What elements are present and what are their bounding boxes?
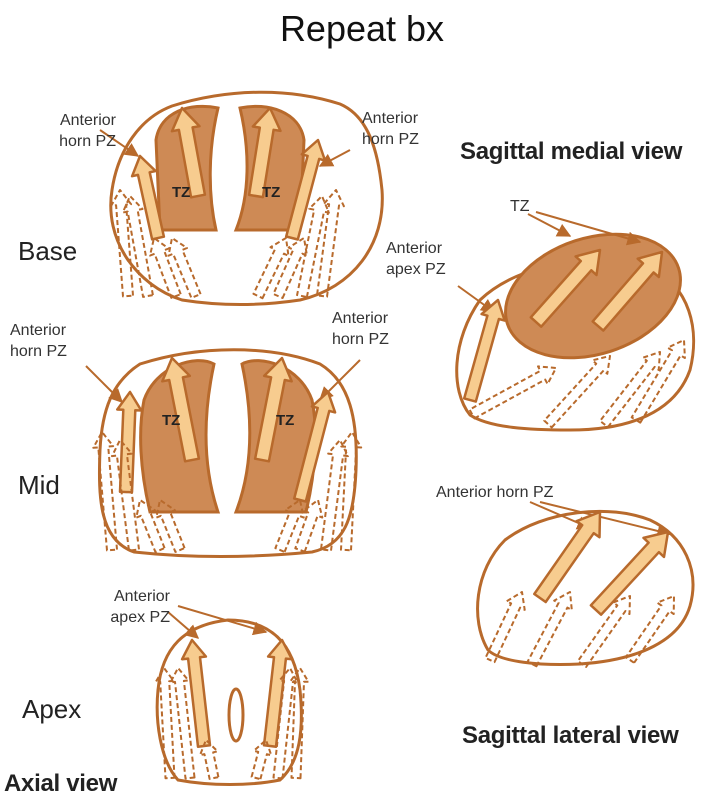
apex-label-line1: Anterior — [90, 586, 170, 607]
level-apex: Apex — [22, 694, 81, 725]
level-base: Base — [18, 236, 77, 267]
apex-label: Anterior apex PZ — [90, 586, 170, 628]
level-mid: Mid — [18, 470, 60, 501]
sagittal-lateral-title: Sagittal lateral view — [462, 722, 678, 750]
base-tz-left-label: TZ — [172, 184, 190, 201]
base-right-label-line2: horn PZ — [362, 129, 419, 150]
sagittal-lateral-label: Anterior horn PZ — [436, 482, 553, 503]
mid-left-label: Anterior horn PZ — [10, 320, 67, 362]
mid-left-label-line2: horn PZ — [10, 341, 67, 362]
mid-tz-left-label: TZ — [162, 412, 180, 429]
base-left-label: Anterior horn PZ — [20, 110, 116, 152]
apex-label-line2: apex PZ — [90, 607, 170, 628]
base-left-label-line2: horn PZ — [20, 131, 116, 152]
base-left-label-line1: Anterior — [20, 110, 116, 131]
sag-medial-tz — [489, 213, 696, 379]
sagittal-medial-tz-label: TZ — [510, 196, 530, 217]
base-tz-right-label: TZ — [262, 184, 280, 201]
base-right-label-line1: Anterior — [362, 108, 419, 129]
sag-lateral-dash-4 — [626, 596, 674, 663]
apex-dash-4 — [252, 740, 272, 779]
mid-dash-1 — [93, 432, 117, 550]
sag-lateral-needle-1 — [534, 512, 600, 602]
sagittal-medial-apex-label: Anterior apex PZ — [386, 238, 446, 280]
pointer-tz-1 — [528, 214, 570, 236]
pointer-apex-2 — [178, 606, 266, 632]
mid-left-label-line1: Anterior — [10, 320, 67, 341]
pointer-lateral-2 — [540, 502, 670, 534]
base-dash-8 — [317, 190, 344, 297]
base-dash-5 — [254, 238, 289, 298]
sag-medial-apex-line1: Anterior — [386, 238, 446, 259]
base-dash-3 — [150, 238, 181, 298]
axial-view-title: Axial view — [4, 770, 117, 798]
base-dash-4 — [169, 238, 201, 298]
mid-tz-right-label: TZ — [276, 412, 294, 429]
pointer-apex-1 — [168, 612, 198, 638]
sag-medial-dash-2 — [544, 356, 610, 427]
sag-lateral-dash-2 — [528, 592, 572, 666]
mid-right-label-line1: Anterior — [332, 308, 389, 329]
apex-urethra — [229, 689, 243, 741]
mid-dash-7 — [321, 440, 348, 551]
pointer-mid-left — [86, 366, 122, 402]
base-dash-1 — [111, 190, 133, 296]
apex-needle-left — [182, 640, 210, 747]
sagittal-medial-title: Sagittal medial view — [460, 138, 682, 166]
base-right-label: Anterior horn PZ — [362, 108, 419, 150]
mid-right-label-line2: horn PZ — [332, 329, 389, 350]
mid-right-label: Anterior horn PZ — [332, 308, 389, 350]
sag-medial-apex-line2: apex PZ — [386, 259, 446, 280]
